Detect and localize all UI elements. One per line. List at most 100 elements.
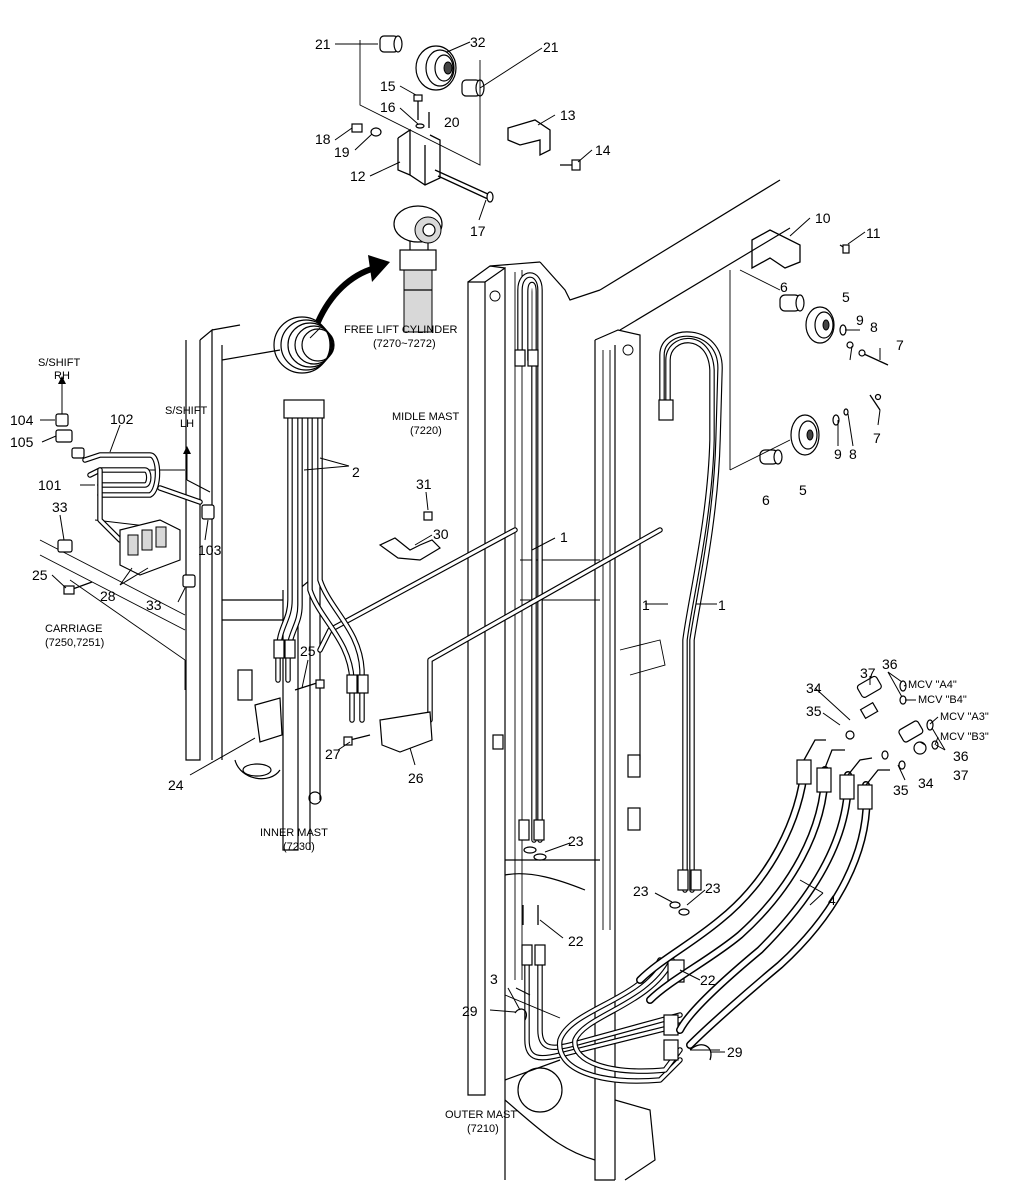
free-lift-cylinder bbox=[393, 205, 443, 333]
outer-mast-label: OUTER MAST bbox=[445, 1109, 517, 1121]
callout-18: 18 bbox=[315, 131, 331, 147]
inner-mast-label: INNER MAST bbox=[260, 827, 328, 839]
side-shift-assembly bbox=[55, 376, 215, 595]
callout-35a: 35 bbox=[806, 703, 822, 719]
callout-10: 10 bbox=[815, 210, 831, 226]
top-bracket-assembly bbox=[351, 35, 581, 203]
callout-101: 101 bbox=[38, 477, 62, 493]
callout-20: 20 bbox=[444, 114, 460, 130]
callout-5a: 5 bbox=[842, 289, 850, 305]
callout-numbers: 21 32 21 15 16 20 13 14 18 19 12 17 10 1… bbox=[10, 34, 969, 1060]
callout-24: 24 bbox=[168, 777, 184, 793]
hose-4-set bbox=[636, 739, 890, 1049]
hose-3-loop bbox=[521, 944, 685, 1084]
mcv-a3-label: MCV "A3" bbox=[940, 711, 989, 723]
callout-29b: 29 bbox=[727, 1044, 743, 1060]
inner-mast-code: (7230) bbox=[283, 841, 315, 853]
hose-brackets bbox=[254, 511, 441, 753]
callout-9b: 9 bbox=[834, 446, 842, 462]
callout-34b: 34 bbox=[918, 775, 934, 791]
callout-9a: 9 bbox=[856, 312, 864, 328]
callout-17: 17 bbox=[470, 223, 486, 239]
callout-3: 3 bbox=[490, 971, 498, 987]
callout-25b: 25 bbox=[300, 643, 316, 659]
sshift-rh-sub: RH bbox=[54, 370, 70, 382]
callout-22a: 22 bbox=[568, 933, 584, 949]
callout-12: 12 bbox=[350, 168, 366, 184]
sshift-rh-label: S/SHIFT bbox=[38, 357, 80, 369]
carriage-code: (7250,7251) bbox=[45, 637, 104, 649]
callout-31: 31 bbox=[416, 476, 432, 492]
callout-23c: 23 bbox=[705, 880, 721, 896]
callout-37a: 37 bbox=[860, 665, 876, 681]
callout-32: 32 bbox=[470, 34, 486, 50]
callout-33b: 33 bbox=[146, 597, 162, 613]
midle-mast-code: (7220) bbox=[410, 425, 442, 437]
callout-104: 104 bbox=[10, 412, 34, 428]
outer-mast-code: (7210) bbox=[467, 1123, 499, 1135]
callout-8a: 8 bbox=[870, 319, 878, 335]
callout-13: 13 bbox=[560, 107, 576, 123]
callout-8b: 8 bbox=[849, 446, 857, 462]
right-sheave-assembly bbox=[729, 229, 889, 471]
callout-14: 14 bbox=[595, 142, 611, 158]
callout-105: 105 bbox=[10, 434, 34, 450]
callout-27: 27 bbox=[325, 746, 341, 762]
callout-28: 28 bbox=[100, 588, 116, 604]
hose-2-set bbox=[273, 399, 369, 723]
callout-5b: 5 bbox=[799, 482, 807, 498]
callout-37b: 37 bbox=[953, 767, 969, 783]
callout-1b: 1 bbox=[642, 597, 650, 613]
callout-11: 11 bbox=[866, 225, 881, 241]
pointer-arrow bbox=[315, 265, 376, 324]
callout-34a: 34 bbox=[806, 680, 822, 696]
outer-mast-frame bbox=[467, 179, 791, 1181]
mcv-b4-label: MCV "B4" bbox=[918, 694, 967, 706]
callout-29a: 29 bbox=[462, 1003, 478, 1019]
midle-mast-label: MIDLE MAST bbox=[392, 411, 460, 423]
hose-coil bbox=[273, 316, 335, 374]
callout-23a: 23 bbox=[568, 833, 584, 849]
callout-21a: 21 bbox=[315, 36, 331, 52]
callout-4: 4 bbox=[828, 892, 836, 908]
bottom-small-parts bbox=[504, 846, 720, 1061]
pointer-arrowhead bbox=[368, 255, 390, 282]
callout-21b: 21 bbox=[543, 39, 559, 55]
callout-15: 15 bbox=[380, 78, 396, 94]
callout-19: 19 bbox=[334, 144, 350, 160]
middle-mast-frame bbox=[489, 270, 666, 980]
mcv-fittings bbox=[845, 675, 939, 770]
free-lift-cylinder-label: FREE LIFT CYLINDER bbox=[344, 324, 458, 336]
callout-36b: 36 bbox=[953, 748, 969, 764]
callout-30: 30 bbox=[433, 526, 449, 542]
sshift-lh-label: S/SHIFT bbox=[165, 405, 207, 417]
callout-25a: 25 bbox=[32, 567, 48, 583]
callout-7a: 7 bbox=[896, 337, 904, 353]
callout-7b: 7 bbox=[873, 430, 881, 446]
callout-102: 102 bbox=[110, 411, 134, 427]
callout-23b: 23 bbox=[633, 883, 649, 899]
hose-1-set bbox=[514, 272, 723, 893]
callout-22b: 22 bbox=[700, 972, 716, 988]
free-lift-cylinder-code: (7270~7272) bbox=[373, 338, 436, 350]
callout-35b: 35 bbox=[893, 782, 909, 798]
sshift-lh-sub: LH bbox=[180, 418, 194, 430]
callout-103: 103 bbox=[198, 542, 222, 558]
callout-36a: 36 bbox=[882, 656, 898, 672]
leader-lines bbox=[40, 41, 946, 1053]
mcv-a4-label: MCV "A4" bbox=[908, 679, 957, 691]
mcv-leaders bbox=[903, 684, 939, 746]
callout-2: 2 bbox=[352, 464, 360, 480]
callout-16: 16 bbox=[380, 99, 396, 115]
callout-1a: 1 bbox=[560, 529, 568, 545]
callout-6b: 6 bbox=[762, 492, 770, 508]
mcv-b3-label: MCV "B3" bbox=[940, 731, 989, 743]
section-labels: FREE LIFT CYLINDER (7270~7272) MIDLE MAS… bbox=[38, 324, 989, 1135]
callout-6a: 6 bbox=[780, 279, 788, 295]
callout-26: 26 bbox=[408, 770, 424, 786]
cross-hoses bbox=[317, 527, 663, 723]
carriage-label: CARRIAGE bbox=[45, 623, 102, 635]
callout-1c: 1 bbox=[718, 597, 726, 613]
callout-33a: 33 bbox=[52, 499, 68, 515]
